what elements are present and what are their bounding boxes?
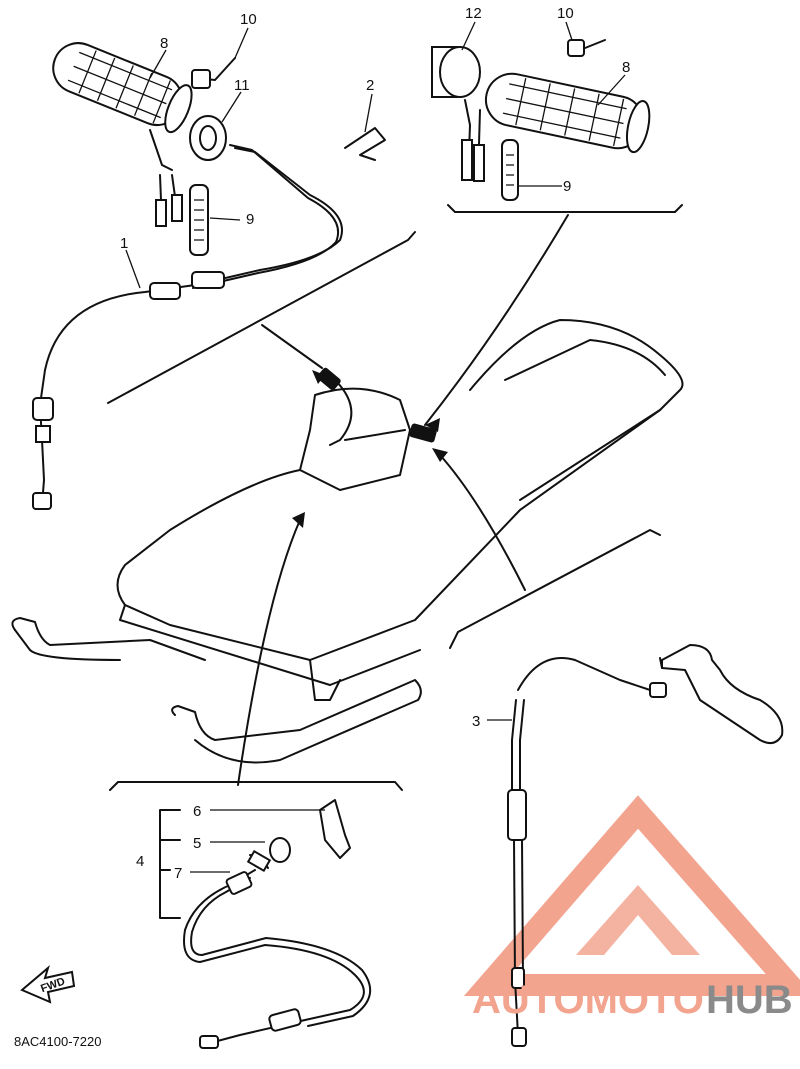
callout-7: 7 [174, 865, 182, 882]
right-grip-assembly [424, 39, 683, 426]
part-code: 8AC4100-7220 [14, 1034, 101, 1049]
callout-11: 11 [234, 77, 250, 94]
callout-4: 4 [136, 853, 144, 870]
callout-3: 3 [472, 713, 480, 730]
watermark-logo [463, 795, 800, 996]
callout-6: 6 [193, 803, 201, 820]
callout-9-left: 9 [246, 211, 254, 228]
leader-lines [125, 21, 626, 721]
fwd-arrow-icon [20, 965, 76, 1004]
callout-1: 1 [120, 235, 128, 252]
callout-10-left: 10 [240, 11, 257, 28]
watermark-automoto: AUTOMOTO [472, 978, 704, 1022]
watermark-text: AUTOMOTO HUB [472, 978, 793, 1022]
callout-labels: 8 10 11 2 9 1 12 10 8 9 3 6 5 4 7 FWD 8A… [14, 5, 630, 1049]
callout-2: 2 [366, 77, 374, 94]
choke-cable-assembly [20, 781, 403, 1049]
callout-8-right: 8 [622, 59, 630, 76]
callout-10-right: 10 [557, 5, 574, 22]
callout-5: 5 [193, 835, 201, 852]
left-grip-assembly [32, 42, 416, 510]
brake-lever-assembly [507, 644, 784, 1047]
callout-9-right: 9 [563, 178, 571, 195]
callout-12: 12 [465, 5, 482, 22]
snowmobile-body [11, 319, 684, 786]
callout-8-left: 8 [160, 35, 168, 52]
watermark-hub: HUB [706, 978, 793, 1022]
